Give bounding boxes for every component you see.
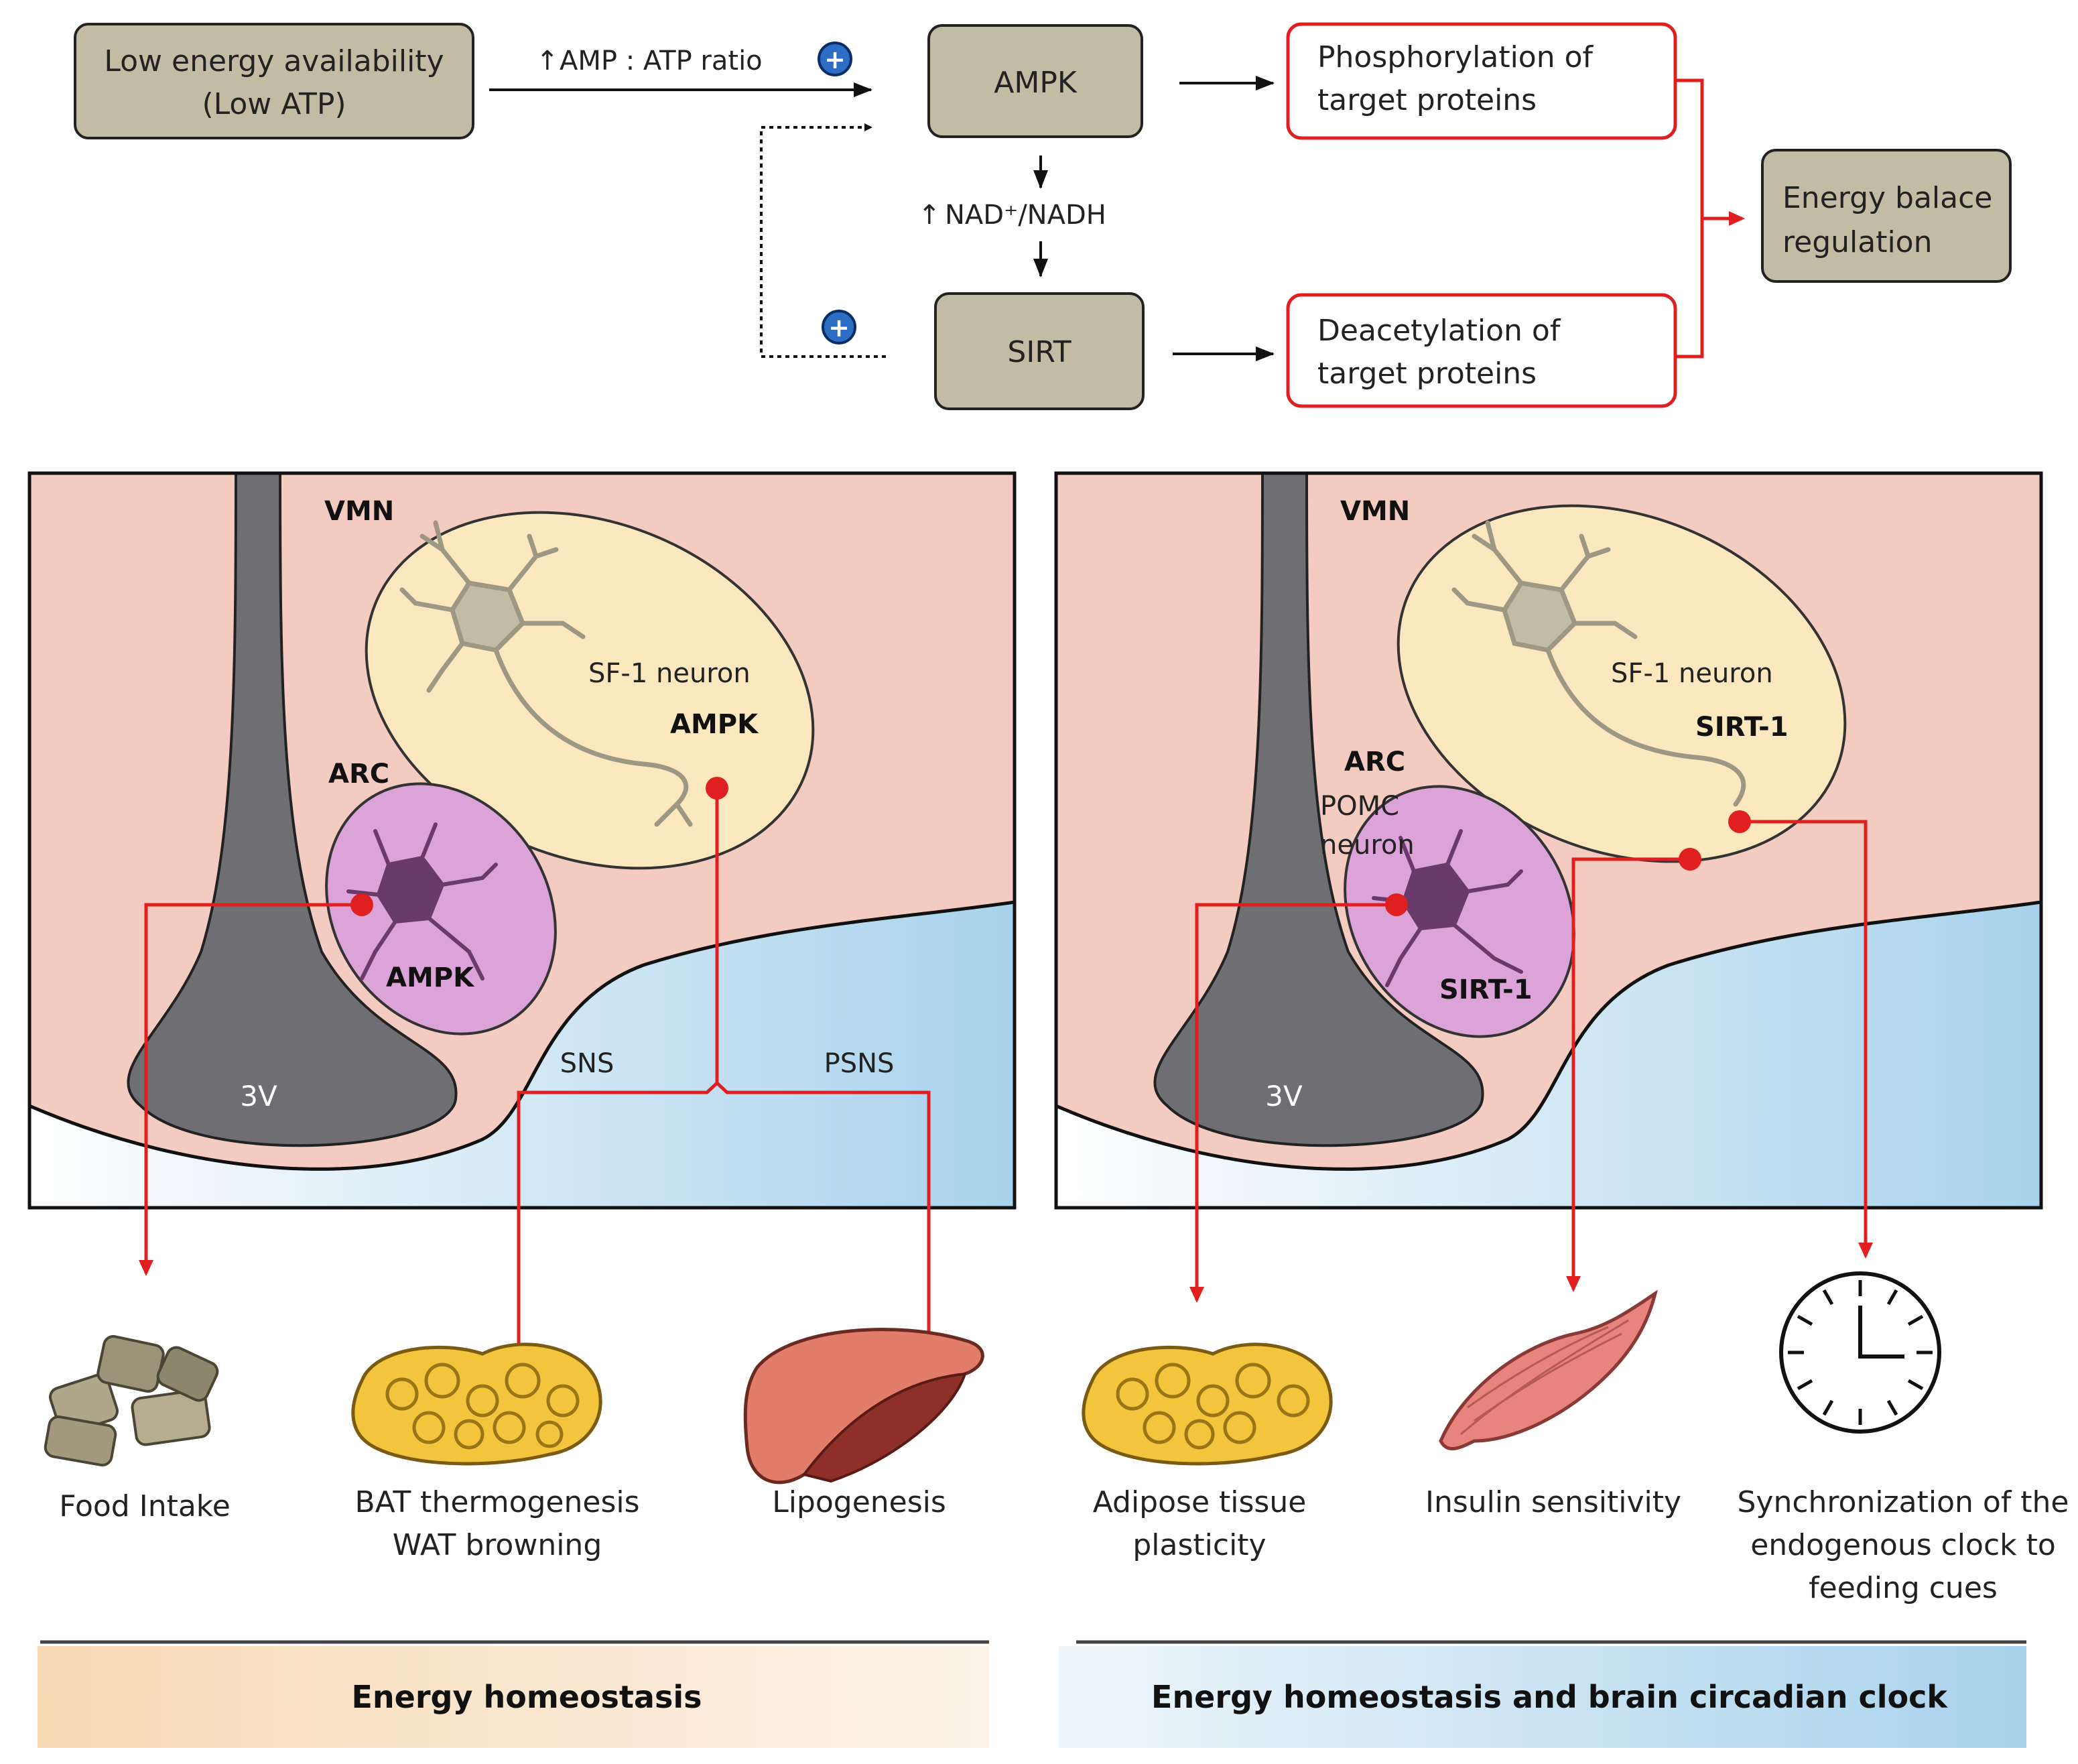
bat-caption-line1: BAT thermogenesis [354,1485,639,1519]
left-ventricle [127,473,458,1147]
right-vmn-region [1397,504,1847,863]
amp-atp-label: AMP : ATP ratio [560,46,763,76]
red-bracket-to-energy [1675,78,1742,359]
left-panel: VMN SF-1 neuron AMPK ARC AMPK 3V SNS PSN… [29,473,1015,1208]
right-pomc-line1: POMC [1320,791,1399,822]
right-sirt1-dot-b [1728,810,1751,833]
adipose-tissue-icon [1082,1342,1333,1466]
deac-line1: Deacetylation of [1317,314,1561,348]
sync-caption-line2: endogenous clock to [1750,1528,2056,1562]
phos-line1: Phosphorylation of [1317,40,1594,74]
left-arc-label: ARC [328,759,389,790]
energy-line1: Energy balace [1782,181,1992,215]
left-ampk-arc-label: AMPK [386,962,475,993]
plus-sign: + [824,45,846,74]
left-arc-neuron-icon [346,822,498,981]
footer-left: Energy homeostasis [38,1640,989,1748]
right-panel-border [1054,471,2043,1210]
ampk-box: AMPK [927,24,1143,138]
left-sf1-neuron-icon [399,520,693,827]
left-signal-lines [139,788,946,1349]
right-sirt1-vmn-label: SIRT-1 [1695,712,1789,743]
left-sf1-label: SF-1 neuron [588,658,751,689]
left-arc-region [325,782,557,1035]
sync-caption-line1: Synchronization of the [1737,1485,2069,1519]
liver-icon [743,1328,984,1485]
right-vmn-label: VMN [1340,496,1410,527]
bat-adipose-icon [351,1342,602,1466]
energy-balance-box: Energy balace regulation [1761,149,2012,283]
amp-up-arrow: ↑ [536,46,559,76]
left-3v-label: 3V [240,1080,277,1113]
right-sf1-neuron-icon [1451,520,1746,807]
right-sirt1-dot-a [1679,848,1701,871]
adipose-caption-line1: Adipose tissue [1093,1485,1307,1519]
right-3v-label: 3V [1265,1080,1303,1113]
clock-icon [1779,1271,1941,1434]
footer-right-label: Energy homeostasis and brain circadian c… [1151,1679,1948,1715]
food-intake-caption: Food Intake [59,1489,231,1523]
low-energy-line2: (Low ATP) [202,87,346,121]
plus-icon-sirt: + [822,310,856,344]
lipogenesis-caption: Lipogenesis [772,1485,946,1519]
food-pellets-icon [44,1335,219,1467]
plus-icon-amp: + [818,42,852,76]
ampk-label: AMPK [994,66,1078,100]
muscle-icon [1439,1289,1658,1451]
left-panel-border [27,471,1017,1210]
left-ampk-vmn-dot [706,777,728,800]
adipose-caption-line2: plasticity [1132,1528,1266,1562]
low-energy-box: Low energy availability (Low ATP) [74,23,474,139]
deac-line2: target proteins [1317,357,1537,391]
right-sf1-label: SF-1 neuron [1611,658,1773,689]
right-ventricle [1153,473,1484,1147]
sync-caption-line3: feeding cues [1809,1571,1998,1605]
phos-line2: target proteins [1317,83,1537,117]
footer-left-label: Energy homeostasis [351,1679,702,1715]
right-panel: VMN SF-1 neuron SIRT-1 ARC POMC neuron S… [1056,473,2041,1208]
left-blue-region [29,900,1015,1208]
left-ampk-vmn-label: AMPK [670,709,759,740]
sirt-label: SIRT [1007,335,1071,369]
right-arc-label: ARC [1344,747,1405,777]
phosphorylation-box: Phosphorylation of target proteins [1286,22,1677,140]
deacetylation-box: Deacetylation of target proteins [1286,293,1677,408]
left-ampk-arc-dot [350,893,373,916]
right-signal-lines [1189,820,1873,1303]
nad-nadh-label: NAD⁺/NADH [945,200,1106,231]
low-energy-line1: Low energy availability [104,44,444,78]
right-blue-region [1056,900,2041,1208]
footer-right: Energy homeostasis and brain circadian c… [1059,1640,2026,1748]
plus-sign: + [828,313,850,342]
insulin-caption: Insulin sensitivity [1425,1485,1681,1519]
left-psns-label: PSNS [824,1048,895,1079]
left-vmn-label: VMN [324,496,394,527]
nad-up-arrow: ↑ [918,200,941,231]
right-sirt1-arc-label: SIRT-1 [1439,974,1533,1005]
sirt-box: SIRT [934,292,1145,410]
energy-line2: regulation [1782,225,1932,259]
right-pomc-line2: neuron [1320,830,1415,861]
left-sns-label: SNS [560,1048,614,1079]
right-pomc-dot [1385,893,1408,916]
bat-caption-line2: WAT browning [393,1528,602,1562]
